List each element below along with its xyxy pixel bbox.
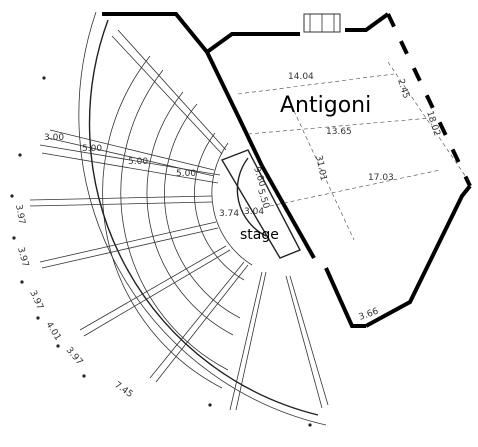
dimension-lines <box>237 61 469 241</box>
seating-tiers <box>78 11 327 426</box>
hall-name-label: Antigoni <box>280 93 371 118</box>
dim-label-4-01: 4.01 <box>43 320 62 342</box>
dim-label-3-04: 3.04 <box>244 207 264 217</box>
dim-label-31-01: 31.01 <box>313 155 328 182</box>
survey-marker-dots <box>10 76 312 427</box>
cross-walkway <box>39 144 221 184</box>
dimension-labels: 14.04 13.65 17.03 31.01 18.02 2.45 3.66 … <box>13 72 442 400</box>
dim-label-3-74: 3.74 <box>219 209 239 219</box>
dim-label-3-97-d: 3.97 <box>64 346 85 368</box>
entrance-doors <box>303 13 341 33</box>
stage-label: stage <box>240 227 279 243</box>
dim-label-17-03: 17.03 <box>368 173 394 183</box>
building-walls <box>102 12 472 328</box>
dim-label-5-00-b: 5.00 <box>128 157 148 167</box>
dim-label-13-65: 13.65 <box>326 127 352 137</box>
dim-label-3-00: 3.00 <box>44 133 64 143</box>
dim-label-14-04: 14.04 <box>288 72 314 82</box>
radial-aisles <box>29 29 329 411</box>
dim-label-7-45: 7.45 <box>112 380 134 400</box>
dim-label-3-97-a: 3.97 <box>13 204 26 225</box>
dim-label-3-97-b: 3.97 <box>15 246 30 268</box>
dim-label-3-97-c: 3.97 <box>27 289 45 311</box>
dim-label-5-00-c: 5.00 <box>176 169 196 179</box>
dim-label-5-00-a: 5.00 <box>82 144 102 154</box>
dim-label-2-45: 2.45 <box>395 78 411 100</box>
dim-label-18-02: 18.02 <box>424 110 441 138</box>
